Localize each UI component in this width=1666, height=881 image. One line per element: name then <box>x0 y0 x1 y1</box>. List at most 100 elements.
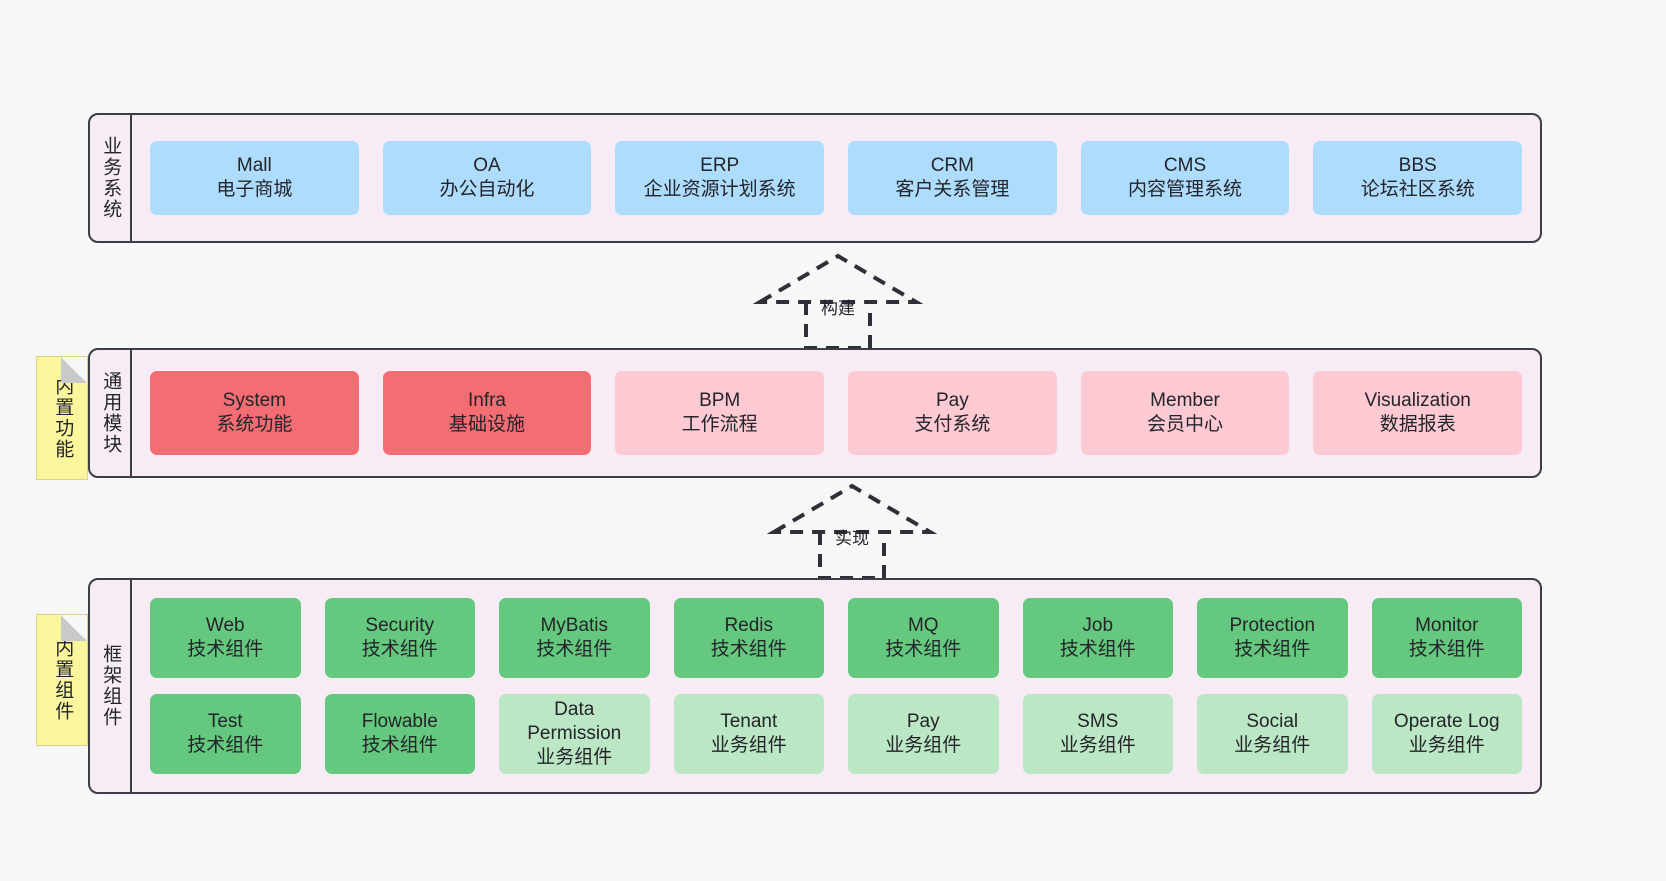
common-module-row: System 系统功能 Infra 基础设施 BPM 工作流程 Pay 支付系统… <box>150 371 1523 455</box>
cell-subtitle: 电子商城 <box>216 179 293 200</box>
note-builtin-function: 内置功能 <box>36 356 88 480</box>
framework-cell-mybatis[interactable]: MyBatis 技术组件 <box>499 598 650 678</box>
framework-cell-security[interactable]: Security 技术组件 <box>324 598 475 678</box>
cell-subtitle: 技术组件 <box>1059 639 1136 660</box>
framework-cell-operate-log[interactable]: Operate Log 业务组件 <box>1371 694 1522 774</box>
framework-cell-tenant[interactable]: Tenant 业务组件 <box>673 694 824 774</box>
business-cell-bbs[interactable]: BBS 论坛社区系统 <box>1313 141 1523 215</box>
business-cell-mall[interactable]: Mall 电子商城 <box>150 141 359 215</box>
cell-subtitle: 技术组件 <box>1408 639 1485 660</box>
framework-cell-flowable[interactable]: Flowable 技术组件 <box>324 694 475 774</box>
cell-subtitle: 业务组件 <box>710 735 787 756</box>
layer-title-business-system: 业务系统 <box>90 115 132 241</box>
framework-cell-mq[interactable]: MQ 技术组件 <box>848 598 999 678</box>
cell-name: Redis <box>724 615 774 637</box>
cell-name: Tenant <box>720 711 778 733</box>
connector-build: 构建 <box>748 252 928 352</box>
generalization-triangle-icon <box>766 483 938 534</box>
framework-cell-sms[interactable]: SMS 业务组件 <box>1022 694 1173 774</box>
business-cell-erp[interactable]: ERP 企业资源计划系统 <box>615 141 825 215</box>
cell-subtitle: 内容管理系统 <box>1128 179 1243 200</box>
cell-subtitle: 技术组件 <box>1234 639 1311 660</box>
cell-subtitle: 业务组件 <box>536 746 613 768</box>
cell-name: SMS <box>1077 711 1119 733</box>
business-system-row: Mall 电子商城 OA 办公自动化 ERP 企业资源计划系统 CRM 客户关系… <box>150 141 1523 215</box>
cell-subtitle: 业务组件 <box>885 735 962 756</box>
layer-title-framework-component: 框架组件 <box>90 580 132 792</box>
business-cell-cms[interactable]: CMS 内容管理系统 <box>1080 141 1290 215</box>
cell-subtitle: 会员中心 <box>1147 414 1224 435</box>
note-label: 内置组件 <box>52 638 74 722</box>
framework-cell-web[interactable]: Web 技术组件 <box>150 598 301 678</box>
cell-subtitle: 业务组件 <box>1059 735 1136 756</box>
cell-subtitle: 企业资源计划系统 <box>643 179 796 200</box>
business-cell-crm[interactable]: CRM 客户关系管理 <box>848 141 1057 215</box>
framework-cell-test[interactable]: Test 技术组件 <box>150 694 301 774</box>
note-builtin-component: 内置组件 <box>36 614 88 746</box>
framework-cell-data-permission[interactable]: Data Permission 业务组件 <box>499 694 650 774</box>
framework-cell-pay[interactable]: Pay 业务组件 <box>848 694 999 774</box>
common-cell-bpm[interactable]: BPM 工作流程 <box>615 371 825 455</box>
cell-name: CRM <box>930 155 974 177</box>
cell-subtitle: 技术组件 <box>536 639 613 660</box>
generalization-triangle-icon <box>752 253 924 304</box>
cell-name: Visualization <box>1364 390 1471 412</box>
cell-subtitle: 论坛社区系统 <box>1360 179 1475 200</box>
cell-name: ERP <box>700 155 740 177</box>
cell-subtitle: 技术组件 <box>885 639 962 660</box>
cell-name: Pay <box>906 711 940 733</box>
cell-name: Infra <box>467 390 507 412</box>
common-cell-infra[interactable]: Infra 基础设施 <box>382 371 592 455</box>
cell-name: Operate Log <box>1393 711 1500 733</box>
cell-name: Web <box>205 615 245 637</box>
cell-subtitle: 技术组件 <box>361 735 438 756</box>
layer-body-common-module: System 系统功能 Infra 基础设施 BPM 工作流程 Pay 支付系统… <box>132 350 1540 476</box>
cell-name: MQ <box>907 615 939 637</box>
layer-title-common-module: 通用模块 <box>90 350 132 476</box>
cell-subtitle: 系统功能 <box>216 414 293 435</box>
common-cell-pay[interactable]: Pay 支付系统 <box>848 371 1057 455</box>
framework-cell-social[interactable]: Social 业务组件 <box>1197 694 1348 774</box>
cell-subtitle: 业务组件 <box>1234 735 1311 756</box>
cell-name: Member <box>1150 390 1220 412</box>
note-label: 内置功能 <box>52 376 74 460</box>
layer-body-business-system: Mall 电子商城 OA 办公自动化 ERP 企业资源计划系统 CRM 客户关系… <box>132 115 1540 241</box>
cell-name: Security <box>365 615 435 637</box>
layer-business-system: 业务系统 Mall 电子商城 OA 办公自动化 ERP 企业资源计划系统 CRM… <box>88 113 1542 243</box>
layer-body-framework-component: Web 技术组件 Security 技术组件 MyBatis 技术组件 Redi… <box>132 580 1540 792</box>
connector-realize: 实现 <box>762 482 942 582</box>
cell-name: Flowable <box>361 711 438 733</box>
cell-subtitle: 数据报表 <box>1379 414 1456 435</box>
layer-common-module: 通用模块 System 系统功能 Infra 基础设施 BPM 工作流程 Pay… <box>88 348 1542 478</box>
framework-mixed-row: Test 技术组件 Flowable 技术组件 Data Permission … <box>150 694 1522 774</box>
framework-cell-redis[interactable]: Redis 技术组件 <box>673 598 824 678</box>
cell-subtitle: 客户关系管理 <box>895 179 1010 200</box>
common-cell-member[interactable]: Member 会员中心 <box>1080 371 1290 455</box>
common-cell-system[interactable]: System 系统功能 <box>150 371 359 455</box>
cell-subtitle: 业务组件 <box>1408 735 1485 756</box>
cell-name: Job <box>1082 615 1114 637</box>
framework-cell-monitor[interactable]: Monitor 技术组件 <box>1371 598 1522 678</box>
cell-subtitle: 工作流程 <box>681 414 758 435</box>
cell-name: Mall <box>236 155 272 177</box>
cell-name: Test <box>207 711 243 733</box>
common-cell-visualization[interactable]: Visualization 数据报表 <box>1313 371 1523 455</box>
cell-subtitle: 办公自动化 <box>439 179 535 200</box>
cell-name: OA <box>473 155 501 177</box>
cell-name: Monitor <box>1415 615 1479 637</box>
cell-name: BPM <box>699 390 741 412</box>
business-cell-oa[interactable]: OA 办公自动化 <box>382 141 592 215</box>
cell-name: System <box>222 390 287 412</box>
framework-tech-row: Web 技术组件 Security 技术组件 MyBatis 技术组件 Redi… <box>150 598 1522 678</box>
cell-name: Pay <box>935 390 969 412</box>
cell-name: Social <box>1246 711 1299 733</box>
cell-name: Protection <box>1229 615 1316 637</box>
cell-name: Data Permission <box>527 699 622 745</box>
connector-label-build: 构建 <box>821 299 855 318</box>
framework-cell-job[interactable]: Job 技术组件 <box>1022 598 1173 678</box>
cell-subtitle: 基础设施 <box>449 414 526 435</box>
framework-cell-protection[interactable]: Protection 技术组件 <box>1197 598 1348 678</box>
connector-label-realize: 实现 <box>835 529 869 548</box>
layer-framework-component: 框架组件 Web 技术组件 Security 技术组件 MyBatis 技术组件… <box>88 578 1542 794</box>
